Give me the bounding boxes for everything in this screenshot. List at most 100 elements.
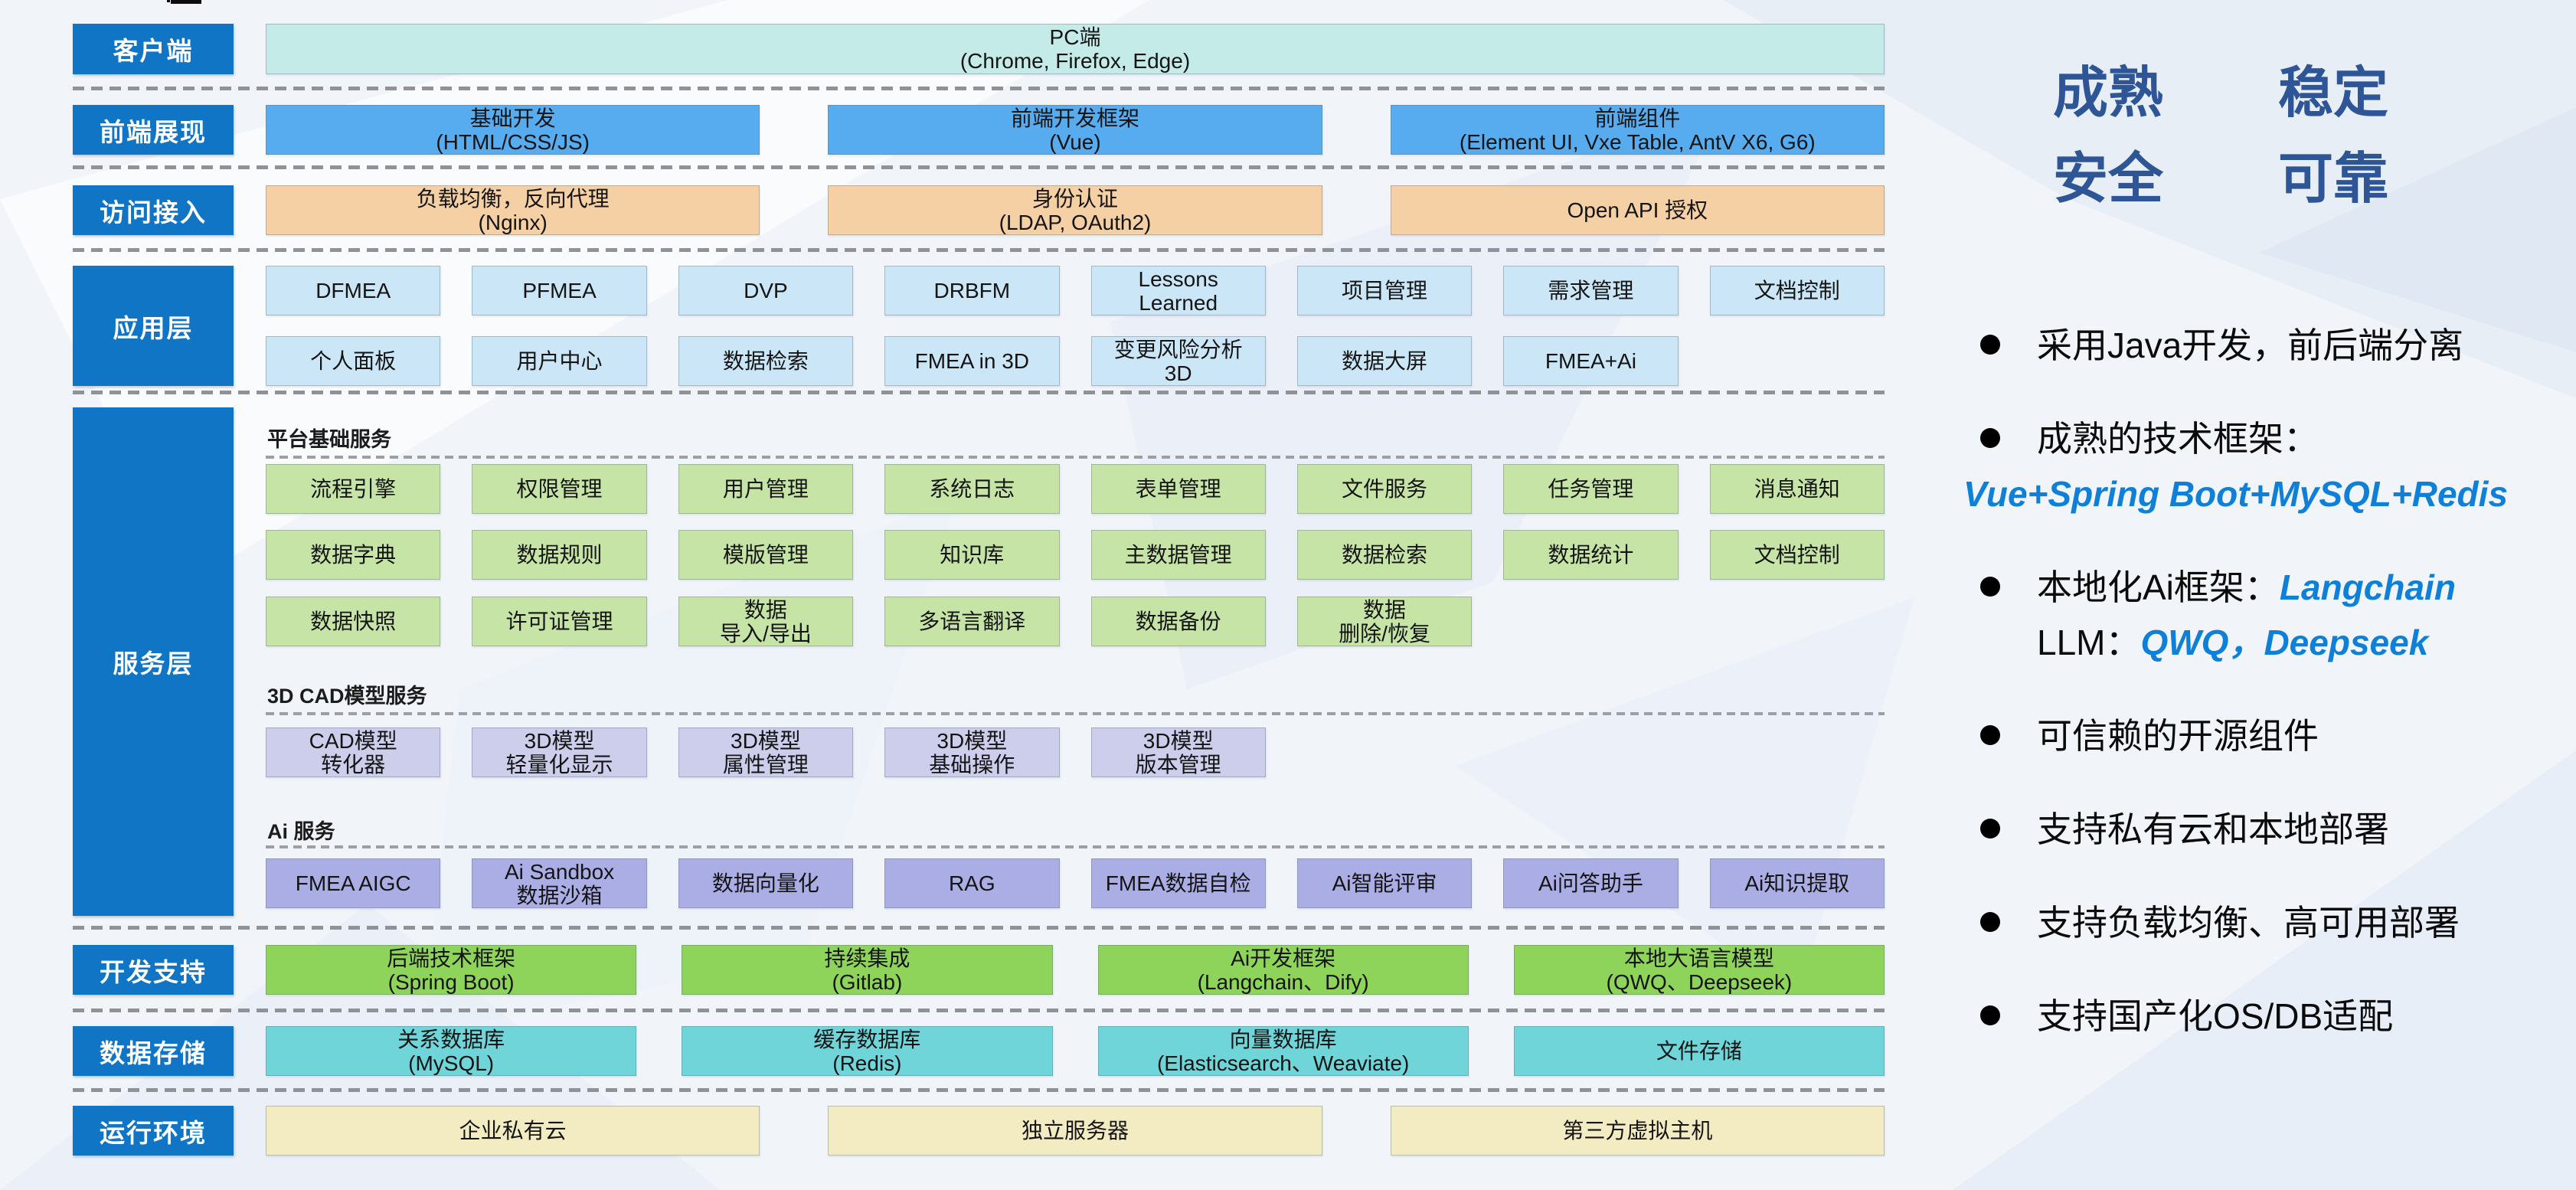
box-label: (MySQL) <box>408 1051 495 1075</box>
box-row: 负载均衡，反向代理(Nginx) 身份认证(LDAP, OAuth2) Open A… <box>266 185 1885 235</box>
highlights-panel: 成熟 稳定 安全 可靠 采用Java开发，前后端分离成熟的技术框架：Vue+Sp… <box>1960 31 2573 1179</box>
box-label: PFMEA <box>522 279 597 302</box>
box-label: 负载均衡，反向代理 <box>416 186 610 211</box>
diagram-box: 3D模型轻量化显示 <box>472 727 647 777</box>
diagram-box: 需求管理 <box>1503 266 1679 315</box>
layer-label: 客户端 <box>73 24 234 74</box>
box-label: 数据大屏 <box>1342 349 1428 373</box>
row-separator <box>73 1088 1885 1092</box>
box-label: Open API 授权 <box>1567 198 1708 222</box>
diagram-box: FMEA AIGC <box>266 858 441 908</box>
diagram-box: 文档控制 <box>1709 266 1885 315</box>
box-label: DRBFM <box>933 279 1011 302</box>
headline: 成熟 稳定 安全 可靠 <box>1914 44 2527 216</box>
feature-text: 支持国产化OS/DB适配 <box>2037 996 2394 1036</box>
layer-label: 数据存储 <box>73 1026 234 1076</box>
box-label: 轻量化显示 <box>505 752 613 776</box>
box-label: 文件存储 <box>1656 1039 1742 1063</box>
diagram-box: FMEA数据自检 <box>1090 858 1266 908</box>
diagram-box: 数据向量化 <box>678 858 854 908</box>
box-label: CAD模型 <box>309 728 397 753</box>
diagram-box: 权限管理 <box>472 464 647 514</box>
feature-accent-text: QWQ，Deepseek <box>2140 623 2429 662</box>
diagram-box: 企业私有云 <box>266 1106 760 1156</box>
diagram-box: 消息通知 <box>1709 464 1885 514</box>
diagram-box: 多语言翻译 <box>884 597 1060 646</box>
box-label: 3D模型 <box>937 728 1008 753</box>
diagram-box: Ai开发框架(Langchain、Dify) <box>1097 945 1469 995</box>
box-label: 数据快照 <box>310 610 397 633</box>
diagram-box: 数据检索 <box>1296 530 1473 580</box>
box-row: 基础开发(HTML/CSS/JS)前端开发框架(Vue)前端组件(Element… <box>266 105 1885 155</box>
layer-label: 访问接入 <box>73 185 234 235</box>
box-label: (Redis) <box>832 1051 902 1075</box>
headline-word: 可靠 <box>2278 148 2389 210</box>
box-label: Learned <box>1139 290 1218 315</box>
feature-accent-text: Langchain <box>2279 567 2456 607</box>
feature-item: 成熟的技术框架：Vue+Spring Boot+MySQL+Redis <box>1960 411 2573 521</box>
diagram-box: Ai智能评审 <box>1296 858 1473 908</box>
feature-item: 支持负载均衡、高可用部署 <box>1960 895 2573 950</box>
box-label: (QWQ、Deepseek) <box>1606 969 1793 994</box>
box-label: 系统日志 <box>929 477 1015 501</box>
feature-text: 本地化Ai框架： <box>2037 567 2280 607</box>
box-label: 用户管理 <box>722 477 809 501</box>
box-label: (Vue) <box>1049 129 1101 154</box>
band-service: 服务层 平台基础服务 流程引擎权限管理用户管理系统日志表单管理文件服务任务管理消… <box>73 407 1885 916</box>
diagram-box: FMEA in 3D <box>884 336 1060 386</box>
box-label: RAG <box>948 871 995 895</box>
row-separator <box>73 248 1885 252</box>
diagram-box: 3D模型版本管理 <box>1090 727 1266 777</box>
headline-line: 安全 可靠 <box>1914 130 2527 216</box>
diagram-box: 任务管理 <box>1503 464 1679 514</box>
box-row: 流程引擎 权限管理 用户管理 系统日志 表单管理 文件服务 任务管理消息通知 <box>266 464 1885 514</box>
diagram-box: PC端(Chrome, Firefox, Edge) <box>266 24 1885 74</box>
diagram-box: 数据统计 <box>1503 530 1679 580</box>
bullet-dot-icon <box>1980 577 2000 597</box>
service-group-separator <box>266 456 1885 459</box>
diagram-box: 前端组件(Element UI, Vxe Table, AntV X6, G6) <box>1390 105 1885 155</box>
box-label: Ai Sandbox <box>504 859 615 884</box>
diagram-box: DRBFM <box>884 266 1060 315</box>
row-separator <box>73 391 1885 394</box>
diagram-box: 关系数据库(MySQL) <box>266 1026 637 1076</box>
diagram-box: FMEA+Ai <box>1503 336 1679 386</box>
diagram-box: 系统日志 <box>884 464 1060 514</box>
diagram-box: 向量数据库(Elasticsearch、Weaviate) <box>1097 1026 1469 1076</box>
diagram-box: DVP <box>678 266 854 315</box>
headline-word: 安全 <box>2052 148 2163 210</box>
row-separator <box>73 165 1885 169</box>
diagram-box: 表单管理 <box>1090 464 1266 514</box>
box-label: 数据向量化 <box>711 871 819 895</box>
diagram-box: 知识库 <box>884 530 1060 580</box>
headline-word: 稳定 <box>2278 62 2389 124</box>
box-label: 数据规则 <box>516 543 603 567</box>
box-label: Ai开发框架 <box>1231 946 1336 970</box>
feature-text: 支持负载均衡、高可用部署 <box>2037 903 2460 943</box>
bullet-dot-icon <box>1980 725 2000 745</box>
diagram-box: RAG <box>884 858 1060 908</box>
box-label: 流程引擎 <box>310 477 397 501</box>
box-label: 变更风险分析 <box>1113 337 1243 361</box>
feature-text: 可信赖的开源组件 <box>2037 716 2319 756</box>
diagram-box: 数据大屏 <box>1296 336 1473 386</box>
box-label: 文档控制 <box>1754 279 1840 302</box>
service-group-separator <box>266 712 1885 715</box>
box-label: 文件服务 <box>1342 477 1428 501</box>
box-row: 企业私有云独立服务器第三方虚拟主机 <box>266 1106 1885 1156</box>
bullet-dot-icon <box>1980 1005 2000 1025</box>
diagram-box: 身份认证(LDAP, OAuth2) <box>828 185 1322 235</box>
box-label: 3D模型 <box>731 728 801 753</box>
box-label: 项目管理 <box>1342 279 1428 302</box>
box-label: 数据字典 <box>310 543 397 567</box>
feature-item: 可信赖的开源组件 <box>1960 708 2573 763</box>
diagram-box: 主数据管理 <box>1090 530 1266 580</box>
diagram-box: 负载均衡，反向代理(Nginx) <box>266 185 760 235</box>
feature-text: 采用Java开发，前后端分离 <box>2037 325 2464 365</box>
box-label: FMEA in 3D <box>914 349 1029 373</box>
box-label: 权限管理 <box>516 477 603 501</box>
diagram-box: 后端技术框架(Spring Boot) <box>266 945 637 995</box>
diagram-box: 文件存储 <box>1513 1026 1885 1076</box>
box-label: 数据 <box>1363 597 1407 622</box>
